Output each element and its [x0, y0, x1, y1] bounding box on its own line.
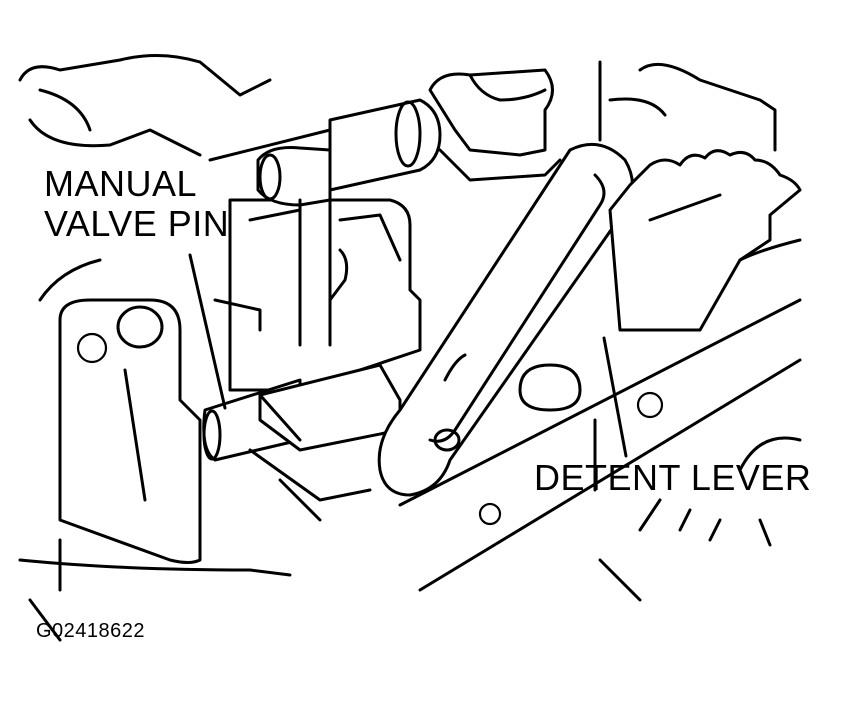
manual-valve-pin-label: MANUAL VALVE PIN [44, 164, 229, 244]
manual-valve-pin-label-line1: MANUAL [44, 163, 198, 204]
detent-lever-label: DETENT LEVER [534, 457, 812, 498]
figure-id: G02418622 [36, 620, 146, 642]
manual-valve-block [213, 198, 422, 392]
detent-lever [377, 142, 634, 497]
left-boss [58, 298, 202, 564]
detent-plate [608, 149, 802, 332]
manual-valve-pin-label-line2: VALVE PIN [44, 203, 230, 244]
manual-valve-link [256, 98, 442, 347]
valve-body-casting [18, 54, 777, 642]
case-plate [398, 298, 802, 602]
detent-lever-leader [602, 336, 628, 458]
manual-valve-pin-leader [188, 253, 227, 410]
